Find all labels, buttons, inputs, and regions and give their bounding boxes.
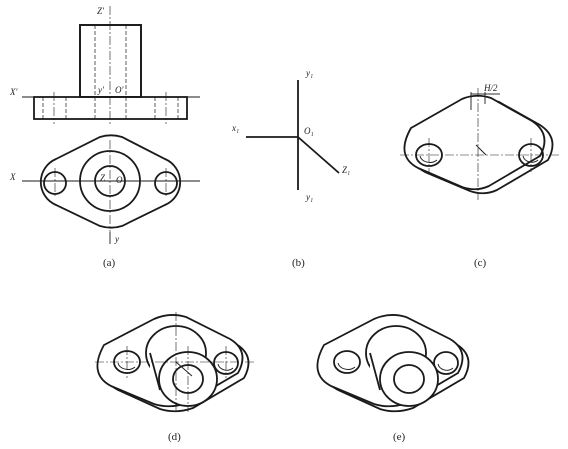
label-z: Z: [100, 173, 106, 183]
caption-a: (a): [103, 257, 116, 269]
label-y1-top: y₁: [305, 68, 313, 78]
caption-c: (c): [474, 257, 487, 269]
label-y1-bottom: y₁: [305, 192, 313, 202]
caption-e: (e): [393, 431, 406, 443]
panel-c-isometric-base: [400, 88, 560, 200]
label-z1: Z₁: [342, 165, 350, 175]
caption-b: (b): [292, 257, 305, 269]
panel-a-front-view: [22, 6, 200, 124]
label-o1: O₁: [304, 126, 314, 136]
label-o-prime: O′: [115, 85, 124, 95]
panel-d-isometric-construction: [95, 312, 255, 413]
caption-d: (d): [168, 431, 181, 443]
label-x-prime: X′: [9, 87, 18, 97]
panel-b-isometric-axes: [246, 80, 340, 190]
panel-e-isometric-final: [316, 314, 470, 413]
label-o: O: [116, 175, 123, 185]
label-y: y: [114, 234, 119, 244]
label-y-prime: y′: [97, 85, 105, 95]
label-x: X: [9, 172, 16, 182]
label-x1: x₁: [231, 123, 239, 133]
panel-a-top-view: [22, 134, 200, 244]
label-z-prime: Z′: [97, 6, 105, 16]
label-h-half: H/2: [483, 83, 498, 93]
